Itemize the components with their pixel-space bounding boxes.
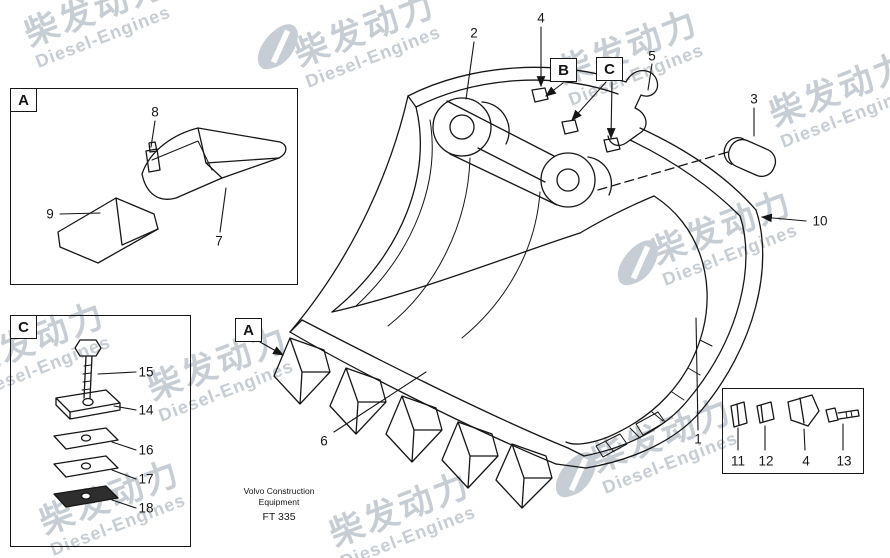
- part-label-6: 6: [320, 433, 328, 449]
- teeth-row: [273, 337, 553, 509]
- callout-box-a: [10, 88, 298, 285]
- callout-box-hardware: [722, 388, 864, 474]
- ref-box-c: C: [596, 57, 623, 81]
- part-label-2: 2: [470, 25, 478, 41]
- part-label-1: 1: [694, 431, 702, 447]
- part-label-4: 4: [537, 10, 545, 26]
- ref-box-a-teeth: A: [235, 318, 262, 342]
- part-label-7: 7: [215, 233, 223, 249]
- ref-box-c-callout: C: [10, 315, 37, 339]
- hinge-boss-group: [432, 87, 621, 208]
- hardware-detail: [730, 394, 860, 428]
- part-label-9: 9: [46, 206, 54, 222]
- part-label-4b: 4: [802, 453, 810, 469]
- doc-reference: FT 335: [262, 511, 296, 524]
- ref-letter: C: [18, 318, 29, 336]
- callout-box-c: [10, 315, 191, 547]
- ref-letter: C: [604, 60, 615, 78]
- callout-a-tooth-detail: [57, 127, 287, 264]
- bucket-body: [289, 66, 764, 469]
- ref-box-a-callout: A: [10, 88, 37, 112]
- ref-letter: A: [18, 91, 29, 109]
- part-label-16: 16: [138, 442, 154, 458]
- brand-line-1: Volvo Construction: [243, 486, 315, 496]
- part-label-15: 15: [138, 364, 154, 380]
- brand-line-2: Equipment: [258, 497, 300, 508]
- part-label-12: 12: [758, 453, 774, 469]
- part-label-8: 8: [151, 104, 159, 120]
- ref-box-b: B: [550, 58, 577, 82]
- part-label-18: 18: [138, 500, 154, 516]
- part-label-13: 13: [836, 453, 852, 469]
- footer: Volvo Construction Equipment FT 335: [240, 486, 318, 523]
- ref-letter: A: [243, 321, 254, 339]
- ref-letter: B: [558, 61, 569, 79]
- part-label-14: 14: [138, 402, 154, 418]
- pin-cylinder: [597, 137, 777, 191]
- lifting-hook: [607, 69, 659, 147]
- part-label-17: 17: [138, 471, 154, 487]
- part-label-5: 5: [648, 48, 656, 64]
- leader-lines: [59, 26, 844, 509]
- part-label-3: 3: [750, 91, 758, 107]
- part-label-10: 10: [812, 213, 828, 229]
- callout-c-shim-kit: [53, 339, 121, 508]
- part-label-11: 11: [730, 453, 746, 469]
